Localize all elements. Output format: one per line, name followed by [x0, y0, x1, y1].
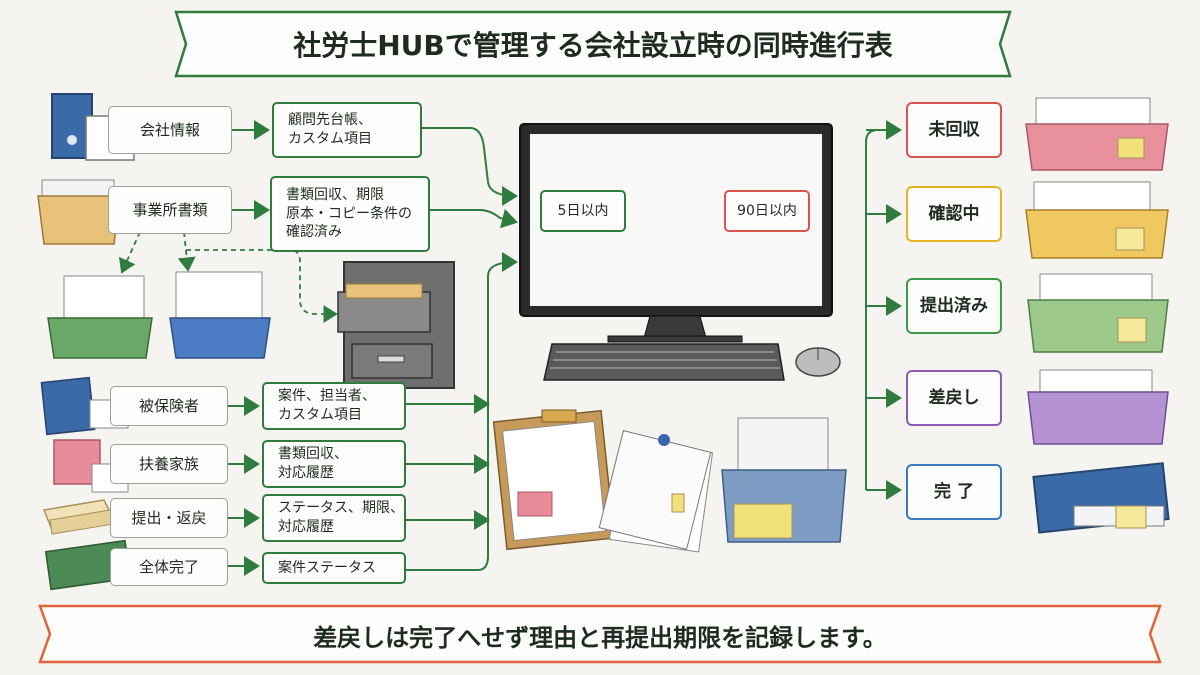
- red-tray-icon: [1025, 97, 1169, 171]
- label-submission-return: 提出・返戻: [110, 498, 228, 538]
- folder-icon: [37, 179, 121, 245]
- title-banner-shape: [174, 10, 1012, 78]
- note-all-complete: 案件ステータス: [262, 552, 406, 584]
- blue-status-binder-icon: [1032, 462, 1170, 534]
- status-uncollected: 未回収: [906, 102, 1002, 158]
- filing-cabinet-icon: [337, 261, 455, 389]
- note-insured: 案件、担当者、 カスタム項目: [262, 382, 406, 430]
- green-status-tray-icon: [1027, 273, 1169, 353]
- note-office-documents: 書類回収、期限 原本・コピー条件の 確認済み: [270, 176, 430, 252]
- note-submission-return: ステータス、期限、 対応履歴: [262, 494, 406, 542]
- label-insured: 被保険者: [110, 386, 228, 426]
- status-submitted: 提出済み: [906, 278, 1002, 334]
- clipped-papers-icon: [598, 429, 714, 553]
- green-tray-icon: [47, 275, 153, 359]
- clipboard-icon: [492, 409, 616, 551]
- blue-card-icon: [40, 376, 129, 436]
- keyboard-icon: [543, 343, 785, 381]
- mouse-icon: [795, 347, 841, 377]
- purple-tray-icon: [1027, 369, 1169, 445]
- deadline-90-days: 90日以内: [724, 190, 810, 232]
- label-all-complete: 全体完了: [110, 548, 228, 586]
- status-complete: 完 了: [906, 464, 1002, 520]
- yellow-tray-icon: [1025, 181, 1169, 259]
- deadline-5-days: 5日以内: [540, 190, 626, 232]
- note-company-info: 顧問先台帳、 カスタム項目: [272, 102, 422, 158]
- footer-note: 差戻しは完了へせず理由と再提出期限を記録します。: [313, 624, 887, 652]
- blue-tray-icon: [169, 271, 271, 359]
- paper-stack-icon: [42, 499, 116, 535]
- label-company-info: 会社情報: [108, 106, 232, 154]
- footer-banner-shape: [38, 604, 1162, 664]
- status-checking: 確認中: [906, 186, 1002, 242]
- monitor-icon: [519, 123, 833, 343]
- document-tray-icon: [721, 417, 847, 543]
- note-dependents: 書類回収、 対応履歴: [262, 440, 406, 488]
- label-office-documents: 事業所書類: [108, 186, 232, 234]
- page-title: 社労士HUBで管理する会社設立時の同時進行表: [293, 29, 893, 62]
- status-returned: 差戻し: [906, 370, 1002, 426]
- label-dependents: 扶養家族: [110, 444, 228, 484]
